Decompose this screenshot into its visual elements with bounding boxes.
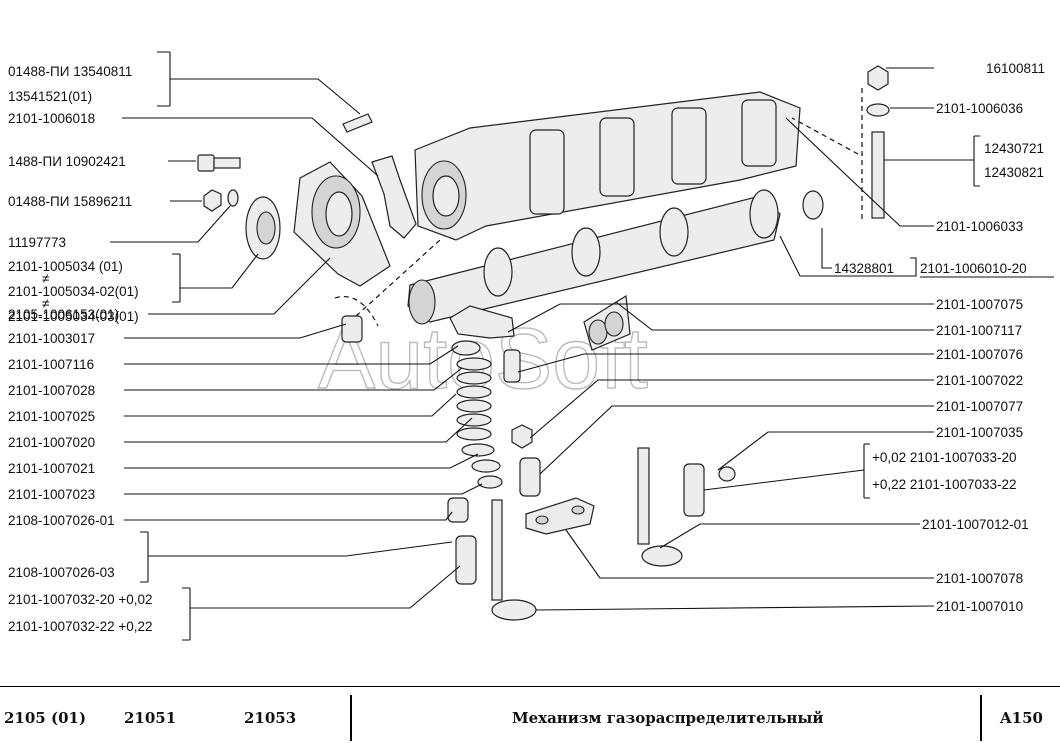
model-2105: 2105 (01) xyxy=(4,709,87,727)
label-2101-1007021: 2101-1007021 xyxy=(8,461,95,476)
stud-part xyxy=(342,113,373,133)
rocker-arm-part xyxy=(449,305,515,339)
valve-spring-part xyxy=(451,340,503,489)
bearing-housing-part xyxy=(293,161,391,287)
label-2101-1007012-01: 2101-1007012-01 xyxy=(922,517,1029,532)
label-2101-1005034: 2101-1005034 (01) xyxy=(8,259,123,274)
model-21051: 21051 xyxy=(124,709,177,727)
label-2101-1005034-03: 2101-1005034-03(01) xyxy=(8,309,139,324)
label-2101-1007033-22: +0,22 2101-1007033-22 xyxy=(872,477,1017,492)
leader-lines xyxy=(110,51,980,641)
labels-right: 16100811 2101-1006036 12430721 12430821 … xyxy=(834,61,1045,614)
stud-assembly-part xyxy=(866,65,890,219)
label-2101-1006018: 2101-1006018 xyxy=(8,111,95,126)
camshaft-part xyxy=(407,189,781,325)
label-2101-1007116: 2101-1007116 xyxy=(8,357,94,372)
label-2101-1007075: 2101-1007075 xyxy=(936,297,1023,312)
plug-part xyxy=(802,190,824,220)
label-2101-1007032-20: 2101-1007032-20 +0,02 xyxy=(8,592,153,607)
camshaft-housing-part xyxy=(414,91,801,241)
label-2108-1007026-01: 2108-1007026-01 xyxy=(8,513,115,528)
label-12430721: 12430721 xyxy=(984,141,1044,156)
label-2101-1006036: 2101-1006036 xyxy=(936,101,1023,116)
label-16100811: 16100811 xyxy=(986,61,1045,76)
oil-seal-part xyxy=(245,196,281,260)
label-2101-1003017: 2101-1003017 xyxy=(8,331,95,346)
label-2105-1006153: 2105-1006153(01) xyxy=(8,307,119,322)
label-13540811: 01488-ПИ 13540811 xyxy=(8,64,132,79)
locking-plate-part xyxy=(525,497,595,535)
footer-title: Механизм газораспределительный xyxy=(512,709,824,727)
label-2101-1007033-20: +0,02 2101-1007033-20 xyxy=(872,450,1017,465)
adjusting-bolt-part xyxy=(503,349,541,497)
housing-arrow-line xyxy=(355,239,441,317)
parts-diagram: AutoSoft xyxy=(8,51,1054,641)
spring-clip-part xyxy=(583,294,631,351)
label-11197773: 11197773 xyxy=(8,235,66,250)
label-2101-1007077: 2101-1007077 xyxy=(936,399,1023,414)
valve-guide-left-part xyxy=(455,535,477,585)
exhaust-valve-part xyxy=(637,447,683,567)
bolt-part xyxy=(197,154,241,172)
label-14328801: 14328801 xyxy=(834,261,894,276)
valve-cap-part xyxy=(447,497,469,523)
labels-left: 01488-ПИ 13540811 13541521(01) 2101-1006… xyxy=(8,64,153,634)
label-2108-1007026-03: 2108-1007026-03 xyxy=(8,565,115,580)
label-2101-1006010-20: 2101-1006010-20 xyxy=(920,261,1027,276)
label-2101-1007032-22: 2101-1007032-22 +0,22 xyxy=(8,619,153,634)
label-2101-1007028: 2101-1007028 xyxy=(8,383,95,398)
label-2101-1005034-02: 2101-1005034-02(01) xyxy=(8,284,139,299)
label-2101-1007023: 2101-1007023 xyxy=(8,487,95,502)
label-15896211: 01488-ПИ 15896211 xyxy=(8,194,132,209)
label-2101-1007010: 2101-1007010 xyxy=(936,599,1023,614)
title-block: 2105 (01) 21051 21053 Механизм газораспр… xyxy=(0,686,1060,743)
valve-guide-right-part xyxy=(683,463,705,517)
separator-right xyxy=(980,695,982,741)
label-2101-1007022: 2101-1007022 xyxy=(936,373,1023,388)
label-12430821: 12430821 xyxy=(984,165,1044,180)
bush-arc-line xyxy=(334,296,379,327)
label-10902421: 1488-ПИ 10902421 xyxy=(8,154,126,169)
model-21053: 21053 xyxy=(244,709,297,727)
label-2101-1006033: 2101-1006033 xyxy=(936,219,1023,234)
page-number: A150 xyxy=(1000,709,1043,727)
stud-arrow-line xyxy=(791,117,859,155)
label-2101-1007078: 2101-1007078 xyxy=(936,571,1023,586)
gasket-plate-part xyxy=(371,155,417,239)
nut-washer-part xyxy=(203,189,239,212)
bush-part xyxy=(341,315,363,343)
neq-symbol-1: ≠ xyxy=(42,271,49,286)
label-2101-1007117: 2101-1007117 xyxy=(936,323,1022,338)
label-2101-1007025: 2101-1007025 xyxy=(8,409,95,424)
neq-symbol-2: ≠ xyxy=(42,296,49,311)
label-2101-1007076: 2101-1007076 xyxy=(936,347,1023,362)
label-2101-1007020: 2101-1007020 xyxy=(8,435,95,450)
seal-ring-part xyxy=(718,466,736,482)
label-13541521: 13541521(01) xyxy=(8,89,92,104)
label-2101-1007035: 2101-1007035 xyxy=(936,425,1023,440)
intake-valve-part xyxy=(491,499,537,621)
separator-left xyxy=(350,695,352,741)
